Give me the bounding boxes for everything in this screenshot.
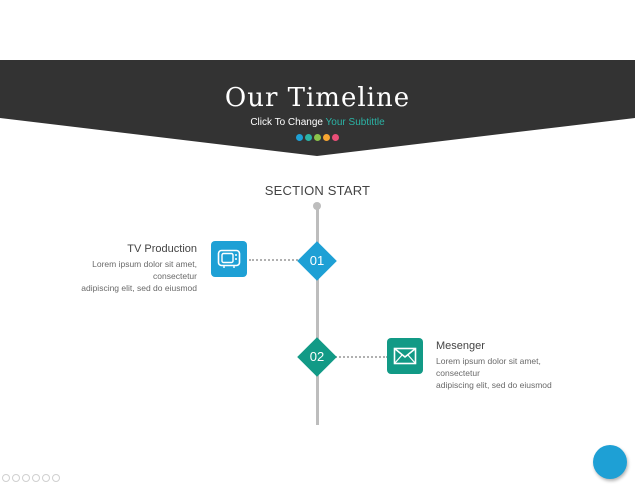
- item-text-line: consectetur: [436, 368, 480, 378]
- connector-line: [249, 259, 305, 261]
- tv-icon-box[interactable]: [211, 241, 247, 277]
- slide-toolbar: [2, 474, 60, 482]
- prev-icon[interactable]: [2, 474, 10, 482]
- item-text-line: Lorem ipsum dolor sit amet,: [436, 356, 541, 366]
- timeline-start-dot: [313, 202, 321, 210]
- item-title: TV Production: [127, 243, 197, 255]
- next-icon[interactable]: [12, 474, 20, 482]
- page-subtitle[interactable]: Click To Change Your Subtittle: [0, 117, 635, 128]
- color-dot: [296, 134, 303, 141]
- color-dot: [314, 134, 321, 141]
- timeline-marker-01[interactable]: 01: [297, 241, 337, 281]
- more-icon[interactable]: [52, 474, 60, 482]
- timeline-item-mesenger[interactable]: Mesenger Lorem ipsum dolor sit amet, con…: [436, 339, 606, 391]
- color-dot: [323, 134, 330, 141]
- item-text-line: consectetur: [153, 271, 197, 281]
- connector-line: [332, 356, 388, 358]
- grid-icon[interactable]: [32, 474, 40, 482]
- color-dots: [296, 134, 339, 141]
- marker-number: 02: [309, 349, 325, 364]
- item-text-line: adipiscing elit, sed do eiusmod: [436, 380, 552, 390]
- envelope-icon: [393, 347, 417, 365]
- color-dot: [305, 134, 312, 141]
- tv-icon: [217, 249, 241, 268]
- pen-icon[interactable]: [22, 474, 30, 482]
- item-text-line: Lorem ipsum dolor sit amet,: [92, 259, 197, 269]
- section-start-label[interactable]: SECTION START: [264, 183, 371, 198]
- item-title: Mesenger: [436, 340, 485, 352]
- timeline-item-tv-production[interactable]: TV Production Lorem ipsum dolor sit amet…: [37, 242, 197, 294]
- header-banner: [0, 60, 635, 156]
- item-text-line: adipiscing elit, sed do eiusmod: [81, 283, 197, 293]
- color-dot: [332, 134, 339, 141]
- page-title[interactable]: Our Timeline: [224, 83, 411, 113]
- subtitle-accent: Your Subtittle: [325, 117, 385, 128]
- timeline-line: [316, 207, 319, 425]
- marker-number: 01: [309, 253, 325, 268]
- envelope-icon-box[interactable]: [387, 338, 423, 374]
- timeline-marker-02[interactable]: 02: [297, 337, 337, 377]
- zoom-icon[interactable]: [42, 474, 50, 482]
- circle-button-icon[interactable]: [593, 445, 627, 479]
- subtitle-prefix: Click To Change: [250, 117, 326, 128]
